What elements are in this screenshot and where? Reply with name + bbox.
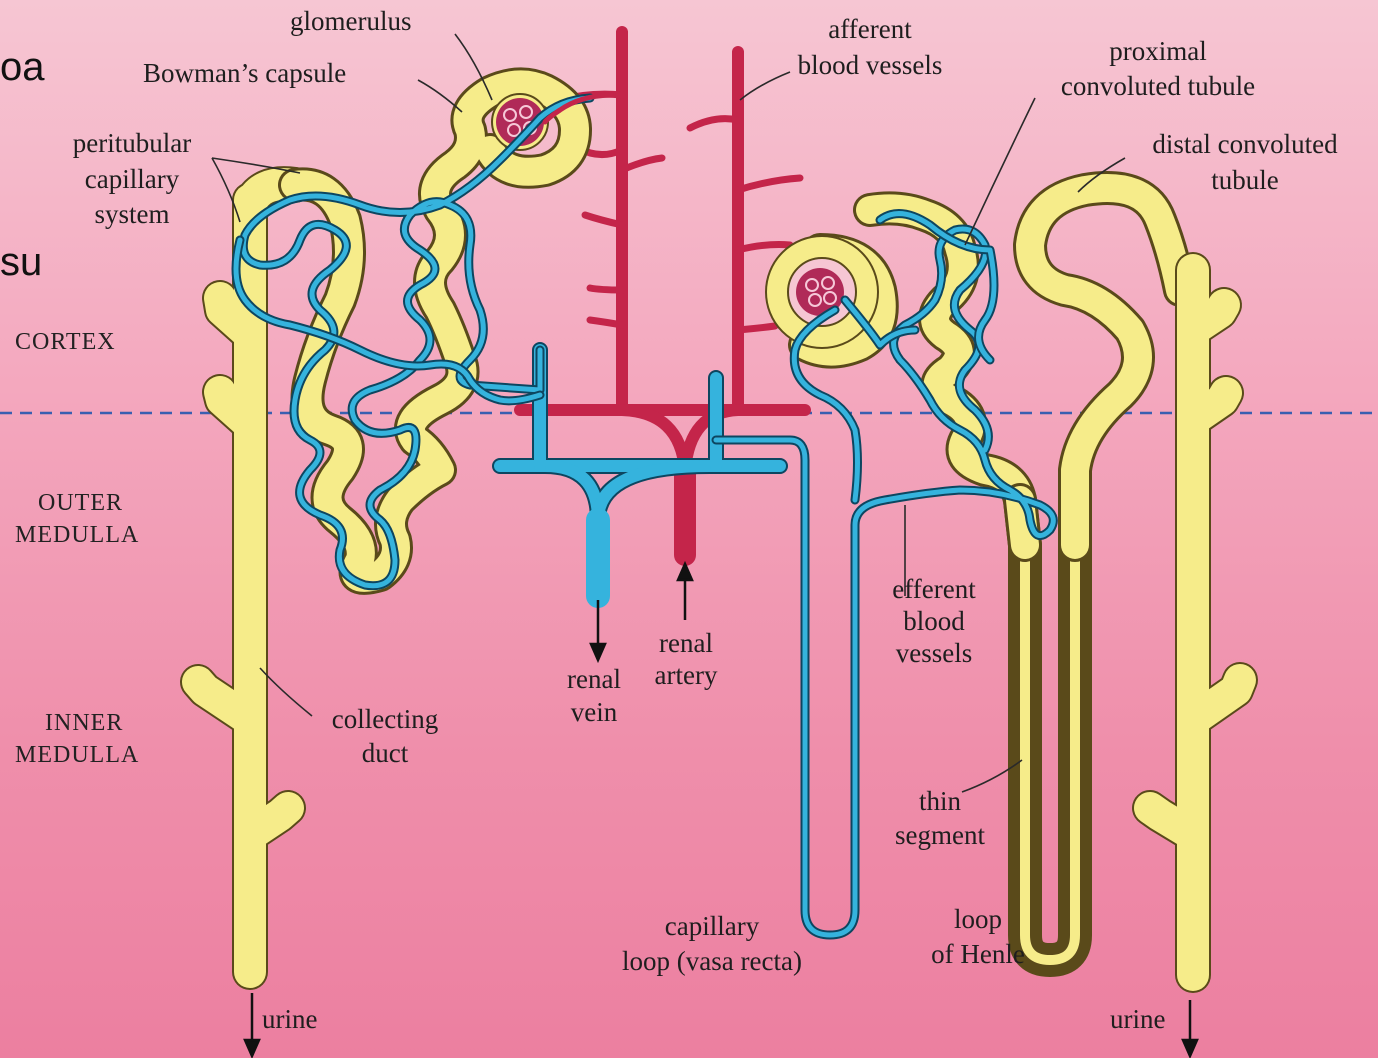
label-capillary-loop-1: capillary <box>665 911 760 941</box>
label-renal-artery-1: renal <box>659 628 713 658</box>
label-efferent-3: vessels <box>896 638 973 668</box>
label-collecting-1: collecting <box>332 704 438 734</box>
collecting-duct-right <box>1132 252 1258 993</box>
label-peritubular-1: peritubular <box>73 128 191 158</box>
label-efferent-2: blood <box>903 606 965 636</box>
peritubular-capillaries-left <box>231 92 613 591</box>
label-renal-vein-2: vein <box>571 697 618 727</box>
label-renal-artery-2: artery <box>655 660 718 690</box>
corner-fragment-middle: su <box>0 240 42 284</box>
label-proximal-2: convoluted tubule <box>1061 71 1255 101</box>
left-nephron-tubule <box>278 67 592 595</box>
label-glomerulus: glomerulus <box>290 6 412 36</box>
label-proximal-1: proximal <box>1109 36 1206 66</box>
corner-fragment-top: oa <box>0 45 45 89</box>
label-distal-1: distal convoluted <box>1152 129 1338 159</box>
label-collecting-2: duct <box>362 738 409 768</box>
zone-label-cortex: CORTEX <box>15 329 116 355</box>
label-urine-right: urine <box>1110 1004 1165 1034</box>
label-renal-vein-1: renal <box>567 664 621 694</box>
zone-label-outer-1: OUTER <box>38 490 123 516</box>
right-capillaries <box>711 209 1058 940</box>
label-capillary-loop-2: loop (vasa recta) <box>622 946 802 976</box>
label-loop-henle-2: of Henle <box>931 939 1025 969</box>
label-distal-2: tubule <box>1211 165 1279 195</box>
zone-label-outer-2: MEDULLA <box>15 522 139 548</box>
label-afferent-2: blood vessels <box>798 50 943 80</box>
arterial-tree <box>514 26 811 566</box>
label-thin-2: segment <box>895 820 985 850</box>
zone-label-inner-2: MEDULLA <box>15 742 139 768</box>
zone-label-inner-1: INNER <box>45 710 123 736</box>
leader-lines <box>211 33 1126 793</box>
label-peritubular-2: capillary <box>85 164 180 194</box>
flow-arrows <box>243 560 1199 1058</box>
label-afferent-1: afferent <box>828 14 912 44</box>
label-peritubular-3: system <box>94 199 169 229</box>
label-efferent-1: efferent <box>892 574 976 604</box>
label-bowmans-capsule: Bowman’s capsule <box>143 58 346 88</box>
label-loop-henle-1: loop <box>954 904 1002 934</box>
label-thin-1: thin <box>919 786 962 816</box>
label-urine-left: urine <box>262 1004 317 1034</box>
